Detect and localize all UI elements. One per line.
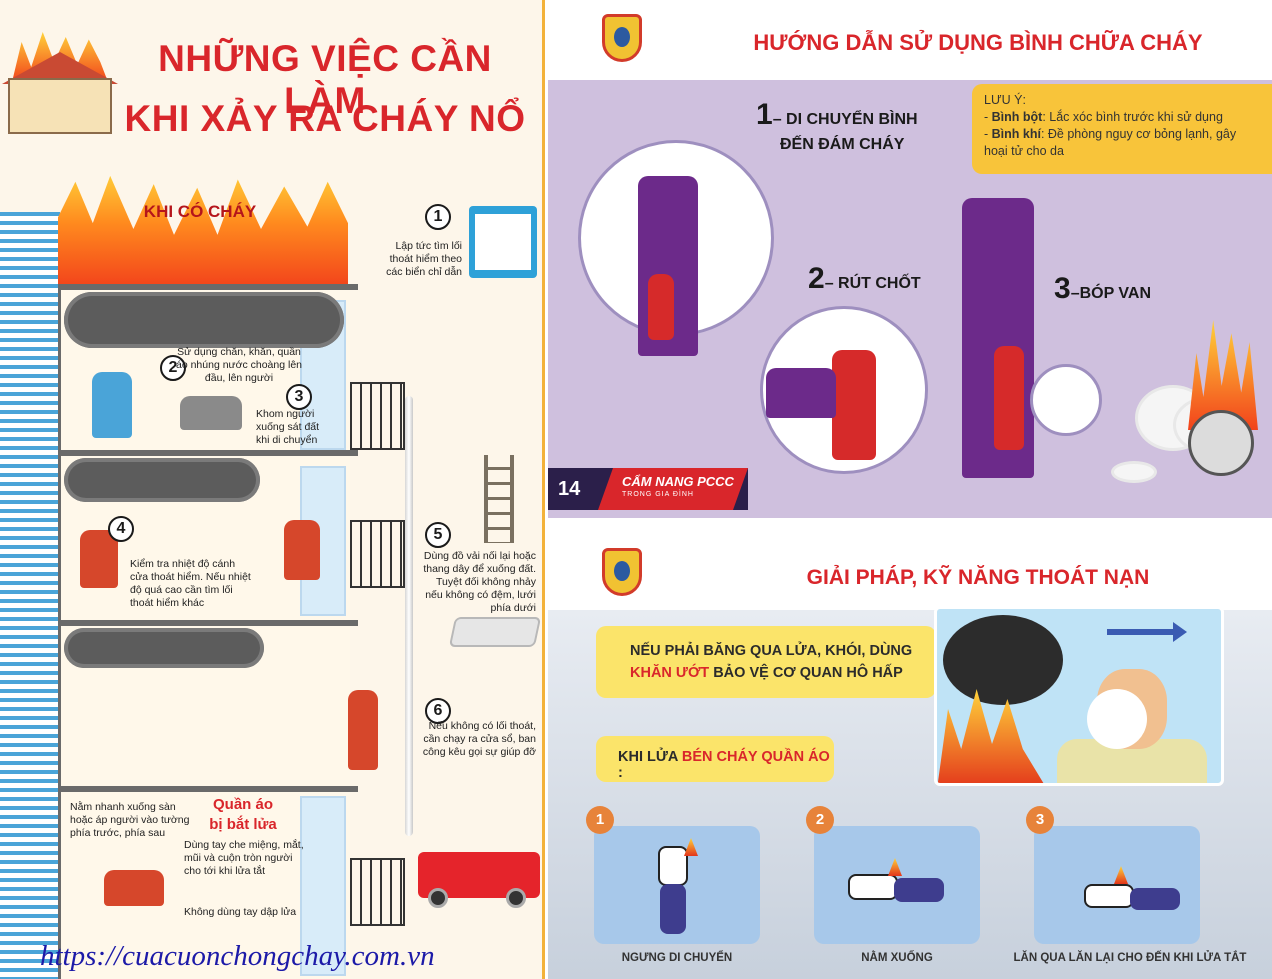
cloth-rope-illustration [405, 396, 413, 836]
person-at-window [348, 690, 378, 770]
extinguisher-icon [994, 346, 1024, 450]
floor-divider [58, 620, 358, 626]
step-2-heading: 2– RÚT CHỐT [808, 262, 921, 295]
building-stripes-decoration [0, 212, 60, 979]
step-2-text: Sử dụng chăn, khăn, quần áo nhúng nước c… [176, 346, 303, 384]
step-5-text: Dùng đồ vải nối lại hoặc thang dây để xu… [423, 550, 536, 614]
step-5-badge: 5 [425, 522, 451, 548]
person-rolling [1084, 884, 1134, 908]
person-running [284, 520, 320, 580]
note-item-2: - Bình khí: Đề phòng nguy cơ bỏng lạnh, … [984, 127, 1237, 158]
step-3-number: 3 [1026, 806, 1054, 834]
person-standing [658, 846, 688, 886]
fire-police-logo-icon [602, 548, 642, 596]
step-3-text: Khom người xuống sát đất khi di chuyển [256, 408, 320, 446]
footer-title: CẨM NANG PCCC [622, 474, 734, 489]
step-1-text: Lập tức tìm lối thoát hiểm theo các biển… [386, 240, 462, 278]
step-4-text: Kiểm tra nhiệt độ cánh cửa thoát hiểm. N… [130, 558, 251, 609]
step-3-heading: 3–BÓP VAN [1054, 272, 1152, 305]
arrow-right-icon [1107, 622, 1187, 642]
house-illustration [8, 78, 112, 134]
step-2-number: 2 [806, 806, 834, 834]
poster-title-line2: KHI XẢY RA CHÁY NỔ [124, 98, 526, 139]
floor-divider [58, 786, 358, 792]
clothes-fire-box: KHI LỬA BÉN CHÁY QUẦN ÁO : [596, 736, 834, 782]
clothes-fire-title-1: Quần áo [212, 796, 273, 813]
clothes-note-3: Không dùng tay dập lửa [184, 906, 297, 918]
step-3-badge: 3 [286, 384, 312, 410]
person-rolling [104, 870, 164, 906]
watermark-url: https://cuacuonchongchay.com.vn [40, 940, 435, 972]
smoke-escape-illustration [934, 606, 1224, 786]
step-1-subheading: ĐẾN ĐÁM CHÁY [780, 136, 905, 153]
person-lying-down [848, 874, 898, 900]
balcony-railing [350, 858, 405, 926]
roof-fire-illustration [58, 175, 348, 288]
booklet-footer: 14 CẨM NANG PCCC TRONG GIA ĐÌNH [548, 468, 748, 510]
step-6-badge: 6 [425, 698, 451, 724]
floor-divider [58, 284, 358, 290]
fire-truck-illustration [418, 852, 540, 908]
smoke-cloud [64, 458, 260, 502]
person-with-blanket [92, 372, 132, 438]
fire-police-logo-icon [602, 14, 642, 62]
balcony-railing [350, 520, 405, 588]
step-4-badge: 4 [108, 516, 134, 542]
extinguisher-guide-panel: HƯỚNG DẪN SỬ DỤNG BÌNH CHỮA CHÁY LƯU Ý: … [548, 0, 1272, 518]
person-crawling [180, 396, 242, 430]
note-box: LƯU Ý: - Bình bột: Lắc xóc bình trước kh… [972, 84, 1272, 174]
step-6-text: Nếu không có lối thoát, cần chạy ra cửa … [422, 720, 536, 758]
page-number: 14 [558, 478, 581, 500]
person-checking-door [80, 530, 118, 588]
clothes-fire-heading: Quần áo bị bắt lửa [188, 795, 298, 835]
footer-subtitle: TRONG GIA ĐÌNH [622, 491, 694, 498]
note-title: LƯU Ý: [984, 93, 1026, 107]
smoke-cloud [64, 628, 264, 668]
poster-title-line1: NHỮNG VIỆC CẦN LÀM [158, 38, 492, 121]
valve-detail-circle [1030, 364, 1102, 436]
box1-line1: NẾU PHẢI BĂNG QUA LỬA, KHÓI, DÙNG [630, 643, 913, 659]
smoke-cloud [64, 292, 344, 348]
note-item-1: - Bình bột: Lắc xóc bình trước khi sử dụ… [984, 110, 1223, 124]
clothes-note-2: Dùng tay che miệng, mắt, mũi và cuộn trò… [184, 839, 304, 877]
step-3-label: LĂN QUA LĂN LẠI CHO ĐẾN KHI LỬA TẮT [1013, 952, 1247, 964]
step-1-label: NGƯNG DI CHUYỂN [621, 952, 733, 964]
extinguisher-icon [648, 274, 674, 340]
spray-cloud [1114, 464, 1154, 480]
balcony-railing [350, 382, 405, 450]
mattress-illustration [448, 617, 542, 647]
clothes-fire-title-2: bị bắt lửa [209, 816, 277, 833]
escape-skills-panel: GIẢI PHÁP, KỸ NĂNG THOÁT NẠN NẾU PHẢI BĂ… [548, 528, 1272, 979]
step-2-label: NẰM XUỐNG [861, 952, 933, 964]
extinguisher-icon [832, 350, 876, 460]
fire-safety-poster: NHỮNG VIỆC CẦN LÀM KHI XẢY RA CHÁY NỔ KH… [0, 0, 545, 979]
section-fire-label: KHI CÓ CHÁY [143, 202, 257, 221]
window [300, 796, 346, 976]
step-1-number: 1 [586, 806, 614, 834]
wet-towel-box: NẾU PHẢI BĂNG QUA LỬA, KHÓI, DÙNG KHĂN Ư… [596, 626, 936, 698]
escape-skills-title: GIẢI PHÁP, KỸ NĂNG THOÁT NẠN [806, 566, 1150, 589]
step-1-badge: 1 [425, 204, 451, 230]
box1-line2: KHĂN ƯỚT BẢO VỆ CƠ QUAN HÔ HẤP [630, 665, 903, 681]
step-1-heading: 1– DI CHUYỂN BÌNH [756, 98, 918, 131]
floor-divider [58, 450, 358, 456]
hand-pulling-pin [766, 368, 836, 418]
rope-ladder-illustration [484, 455, 514, 543]
exit-sign-icon [469, 206, 537, 278]
clothes-note-1: Nằm nhanh xuống sàn hoặc áp người vào tư… [70, 801, 190, 839]
motorbike-wheel [1188, 410, 1254, 476]
extinguisher-guide-title: HƯỚNG DẪN SỬ DỤNG BÌNH CHỮA CHÁY [753, 30, 1203, 55]
step-2-badge: 2 [160, 355, 186, 381]
